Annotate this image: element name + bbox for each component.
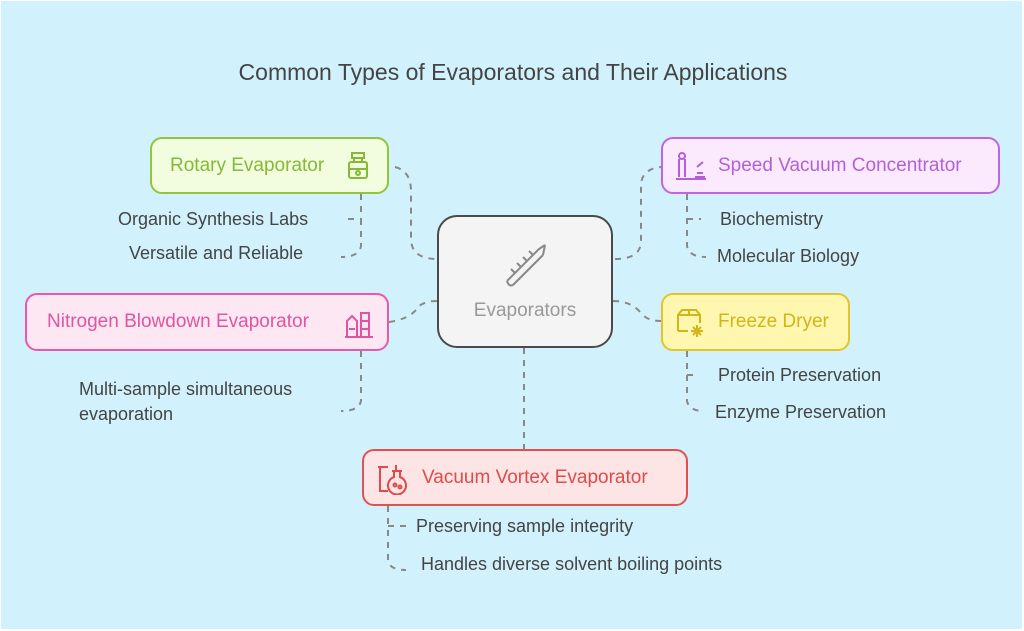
speed-item: Molecular Biology [717, 246, 860, 266]
freeze-dryer-node[interactable]: Freeze Dryer [661, 293, 850, 351]
rotary-label: Rotary Evaporator [170, 154, 325, 176]
flask-icon [378, 465, 407, 495]
rotary-item: Versatile and Reliable [129, 243, 304, 263]
test-tube-icon [506, 244, 546, 287]
rotary-evaporator-icon [348, 152, 368, 179]
center-label: Evaporators [473, 299, 577, 321]
speed-label: Speed Vacuum Concentrator [718, 154, 962, 176]
nitrogen-item: evaporation [79, 404, 174, 424]
nitrogen-blowdown-node[interactable]: Nitrogen Blowdown Evaporator [25, 293, 389, 351]
freezer-box-icon [677, 309, 703, 337]
lab-instrument-icon [676, 152, 706, 180]
vortex-label: Vacuum Vortex Evaporator [422, 466, 648, 488]
speed-vacuum-node[interactable]: Speed Vacuum Concentrator [661, 137, 1000, 194]
rotary-evaporator-node[interactable]: Rotary Evaporator [150, 137, 389, 194]
vortex-item: Handles diverse solvent boiling points [421, 554, 723, 574]
nitrogen-item: Multi-sample simultaneous [79, 379, 293, 399]
factory-icon [345, 312, 373, 338]
vortex-item: Preserving sample integrity [416, 516, 634, 536]
speed-item: Biochemistry [720, 209, 824, 229]
freeze-item: Enzyme Preservation [715, 402, 887, 422]
rotary-item: Organic Synthesis Labs [118, 209, 309, 229]
freeze-item: Protein Preservation [718, 365, 882, 385]
diagram-title: Common Types of Evaporators and Their Ap… [238, 59, 788, 85]
center-node[interactable]: Evaporators [437, 215, 613, 348]
vacuum-vortex-node[interactable]: Vacuum Vortex Evaporator [362, 449, 688, 506]
nitrogen-label: Nitrogen Blowdown Evaporator [47, 311, 309, 332]
freeze-label: Freeze Dryer [718, 311, 829, 332]
